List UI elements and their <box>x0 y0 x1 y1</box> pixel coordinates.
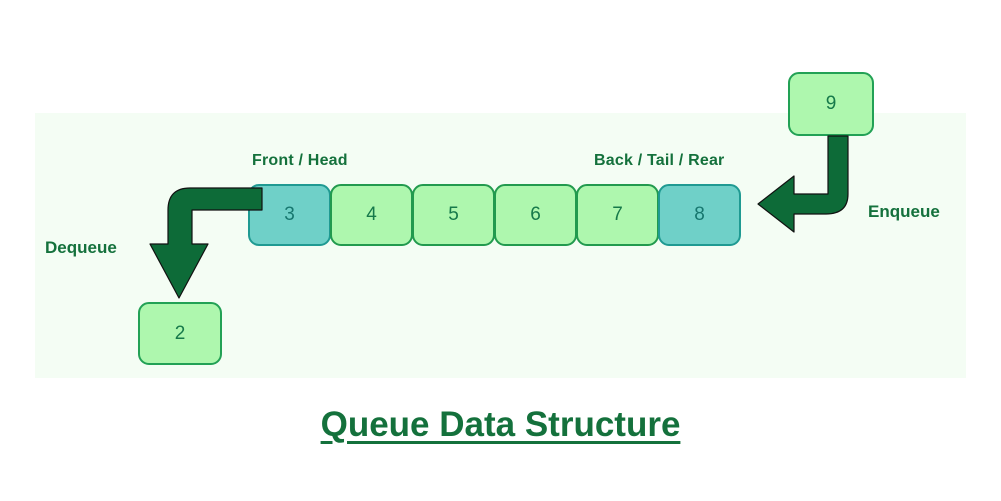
enqueue-label: Enqueue <box>868 202 940 221</box>
queue-cell: 6 <box>494 184 577 246</box>
queue-cell: 7 <box>576 184 659 246</box>
dequeue-label: Dequeue <box>45 238 117 257</box>
queue-cell: 8 <box>658 184 741 246</box>
queue-cell: 4 <box>330 184 413 246</box>
enqueue-arrow-icon <box>757 135 849 233</box>
queue-cell: 5 <box>412 184 495 246</box>
queue-container: 3 4 5 6 7 8 <box>248 184 741 246</box>
incoming-element-box: 9 <box>788 72 874 136</box>
outgoing-element-box: 2 <box>138 302 222 365</box>
dequeue-arrow-icon <box>149 187 263 299</box>
figure-title: Queue Data Structure <box>320 405 681 444</box>
front-head-label: Front / Head <box>252 152 348 169</box>
back-tail-rear-label: Back / Tail / Rear <box>594 152 725 169</box>
